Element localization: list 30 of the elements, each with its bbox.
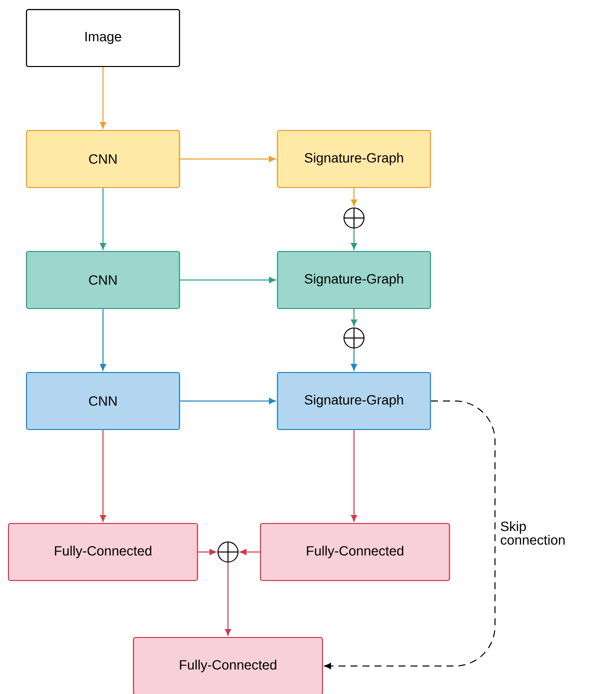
layer-box: Fully-Connected [132,636,324,694]
arrow [240,548,260,556]
arrow [350,188,358,206]
edge-label: Skip connection [500,521,565,545]
arrow [350,308,358,326]
arrow [100,188,106,250]
sum-symbol [218,542,238,562]
layer-box: CNN [26,130,180,188]
layer-box: Fully-Connected [8,522,198,582]
arrow [350,348,358,371]
arrow [198,548,216,556]
layer-box: Image [26,8,180,68]
arrow [180,276,276,284]
layer-box: CNN [26,372,180,430]
arrow [324,400,496,670]
arrow [350,430,358,522]
layer-box: Signature-Graph [276,372,432,430]
layer-box: CNN [26,250,180,310]
arrow [180,398,276,404]
arrow [350,228,358,250]
arrow [100,308,106,371]
arrow [180,156,276,162]
arrow [224,562,232,636]
arrow [100,430,106,522]
layer-box: Fully-Connected [260,522,450,582]
layer-box: Signature-Graph [276,250,432,310]
sum-symbol [344,208,364,228]
layer-box: Signature-Graph [276,130,432,188]
sum-symbol [344,328,364,348]
arrow [100,66,106,129]
